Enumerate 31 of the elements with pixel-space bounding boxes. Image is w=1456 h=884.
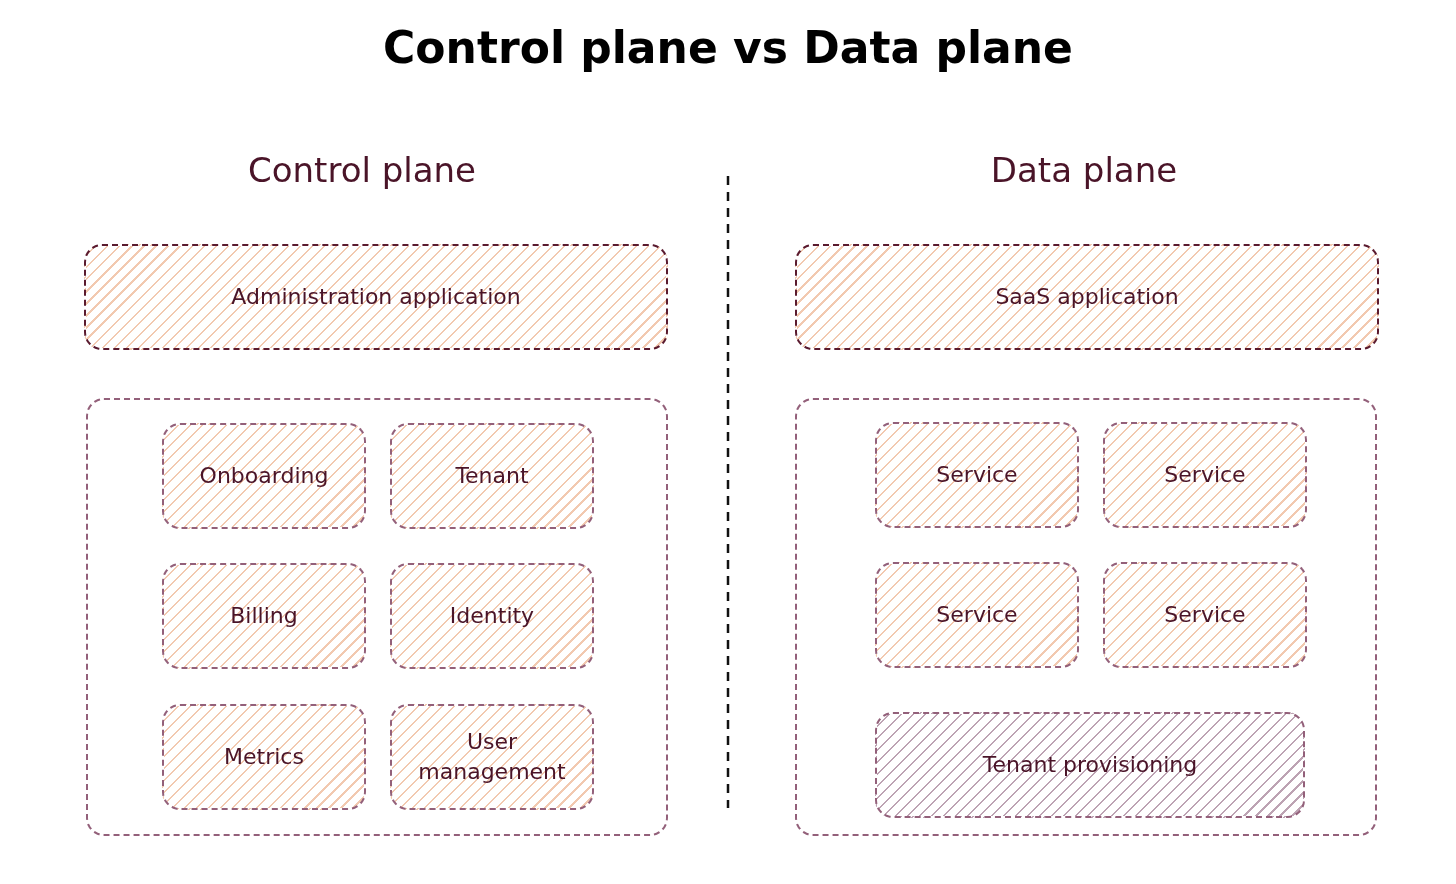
service-box [1103,422,1307,528]
container-box [795,398,1377,836]
container-box [86,398,668,836]
service-box [390,423,594,529]
application-box [795,244,1379,350]
service-box [1103,562,1307,668]
application-box [84,244,668,350]
box-label: Administration application [230,283,522,312]
service-box [162,563,366,669]
box-label: Tenant [454,462,530,491]
box-label: SaaS application [994,283,1180,312]
service-box [162,704,366,810]
box-label: Billing [229,602,299,631]
box-label: Metrics [223,743,305,772]
service-box [390,704,594,810]
service-box [875,422,1079,528]
box-label: Tenant provisioning [981,751,1199,780]
service-box [390,563,594,669]
section-heading: Data plane [990,150,1178,190]
section-heading: Control plane [248,150,476,190]
service-box [875,562,1079,668]
box-label: User management [417,728,567,786]
diagram-title: Control plane vs Data plane [382,22,1074,73]
box-label: Service [935,461,1019,490]
service-box [875,712,1305,818]
service-box [162,423,366,529]
box-label: Service [935,601,1019,630]
box-label: Service [1163,601,1247,630]
box-label: Identity [448,602,536,631]
box-label: Onboarding [198,462,330,491]
box-label: Service [1163,461,1247,490]
